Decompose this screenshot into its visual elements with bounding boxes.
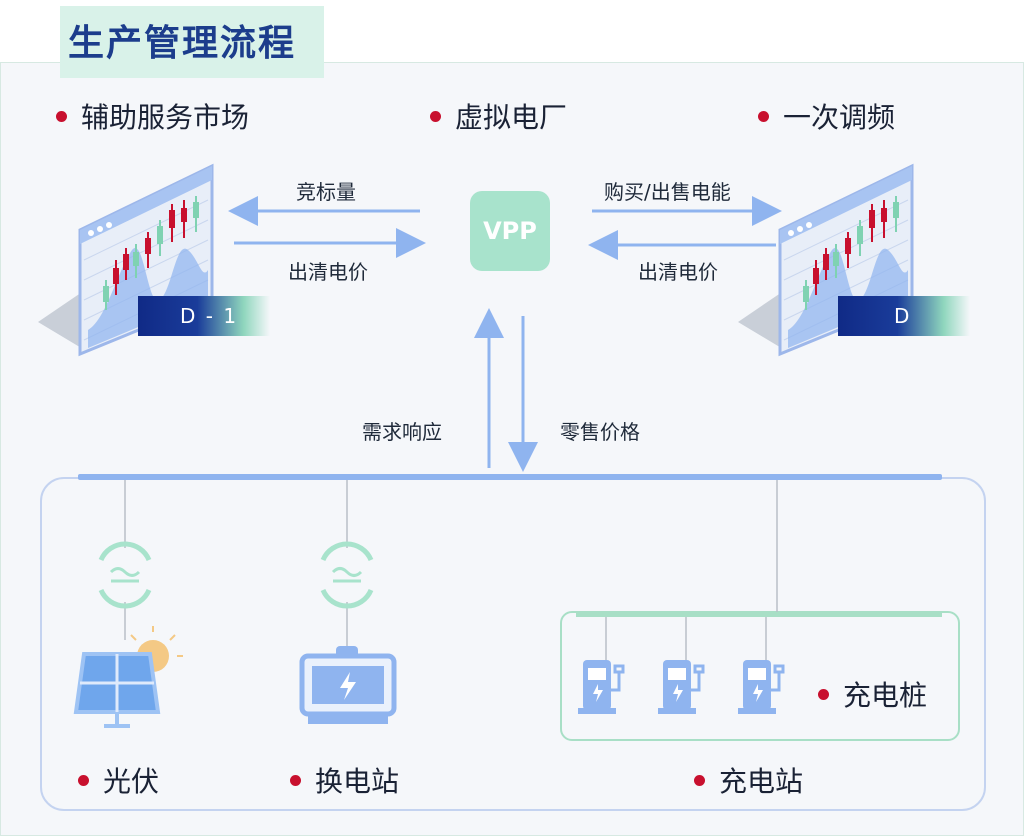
page-title: 生产管理流程 [68, 23, 297, 64]
label-bid-volume: 竞标量 [296, 180, 356, 204]
charger-icon-2 [658, 660, 705, 714]
solar-panel-icon [73, 626, 183, 728]
label-clearing-price-left: 出清电价 [288, 260, 368, 284]
heading-frequency-regulation-label: 一次调频 [783, 101, 896, 134]
bullet-dot [78, 774, 89, 786]
heading-frequency-regulation: 一次调频 [758, 96, 895, 136]
bullet-dot [694, 774, 705, 786]
label-pv: 光伏 [78, 760, 159, 800]
title-tab [60, 6, 324, 78]
heading-ancillary-market: 辅助服务市场 [56, 96, 249, 136]
day-ahead-badge: D - 1 [138, 296, 270, 336]
bullet-dot [56, 110, 67, 122]
label-swap-station: 换电站 [290, 760, 399, 800]
inverter-icon-swap [320, 541, 374, 609]
heading-virtual-power-plant: 虚拟电厂 [430, 96, 567, 136]
charging-bus [576, 612, 942, 617]
inverter-icon-pv [98, 541, 152, 609]
label-swap-station-text: 换电站 [315, 765, 400, 798]
label-charging-station: 充电站 [694, 760, 803, 800]
label-clearing-price-right: 出清电价 [638, 260, 718, 284]
label-charging-pile-text: 充电桩 [843, 679, 928, 712]
label-demand-response: 需求响应 [362, 420, 442, 444]
power-bus [78, 474, 942, 480]
same-day-badge: D [838, 296, 970, 336]
heading-virtual-power-plant-label: 虚拟电厂 [455, 101, 568, 134]
label-charging-pile: 充电桩 [818, 674, 927, 714]
label-retail-price: 零售价格 [560, 420, 640, 444]
label-charging-station-text: 充电站 [719, 765, 804, 798]
heading-ancillary-market-label: 辅助服务市场 [81, 101, 250, 134]
charger-icon-1 [578, 660, 625, 714]
label-buy-sell-energy: 购买/出售电能 [604, 180, 731, 204]
bullet-dot [290, 774, 301, 786]
vpp-node: VPP [470, 191, 550, 271]
battery-icon [299, 646, 397, 724]
label-pv-text: 光伏 [103, 765, 160, 798]
charger-icon-3 [738, 660, 785, 714]
bullet-dot [430, 110, 441, 122]
bullet-dot [818, 688, 829, 700]
bullet-dot [758, 110, 769, 122]
